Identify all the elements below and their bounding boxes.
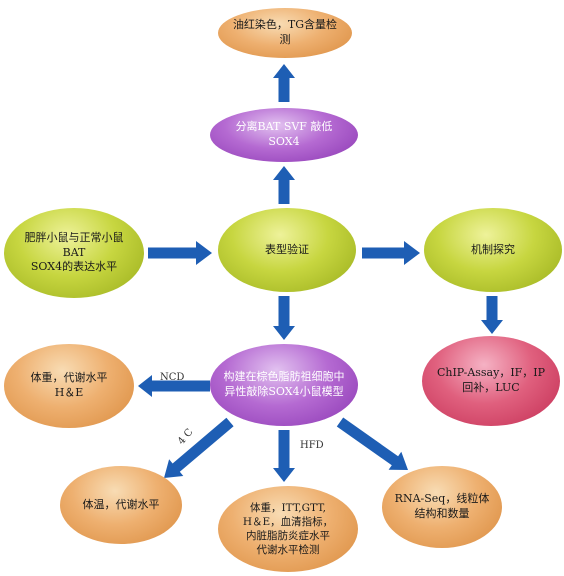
node-mechanism-study: 机制探究 (424, 208, 562, 292)
node-knockout-mouse-model: 构建在棕色脂肪祖细胞中 异性敲除SOX4小鼠模型 (210, 344, 358, 426)
arrow-phenotype-to-model (273, 296, 295, 340)
node-ncd-results: 体重，代谢水平 H＆E (4, 344, 134, 428)
arrow-model-to-hfd (273, 430, 295, 482)
edge-label-hfd: HFD (300, 440, 324, 451)
node-hfd-results: 体重，ITT,GTT, H＆E，血清指标， 内脏脂肪炎症水平 代谢水平检测 (218, 486, 358, 572)
arrow-mechanism-to-chip (481, 296, 503, 334)
node-obese-vs-normal-mice: 肥胖小鼠与正常小鼠BAT SOX4的表达水平 (4, 208, 144, 298)
arrow-model-to-cold (164, 417, 234, 478)
node-rnaseq: RNA-Seq，线粒体 结构和数量 (382, 466, 502, 548)
arrow-isolate-to-oil-red (273, 64, 295, 102)
node-oil-red-staining: 油红染色，TG含量检测 (218, 8, 352, 58)
arrow-model-to-ncd (138, 375, 210, 397)
node-isolate-bat-svf: 分离BAT SVF 敲低SOX4 (210, 108, 358, 162)
node-cold-results: 体温，代谢水平 (60, 466, 182, 544)
edge-label-ncd: NCD (160, 372, 185, 383)
node-chip-assay: ChIP-Assay，IF，IP 回补，LUC (422, 336, 560, 426)
arrow-model-to-rnaseq (336, 417, 408, 470)
arrow-phenotype-to-isolate (273, 166, 295, 204)
arrow-phenotype-to-mechanism (362, 241, 420, 265)
arrow-obese-to-phenotype (148, 241, 212, 265)
node-phenotype-validation: 表型验证 (218, 208, 356, 292)
